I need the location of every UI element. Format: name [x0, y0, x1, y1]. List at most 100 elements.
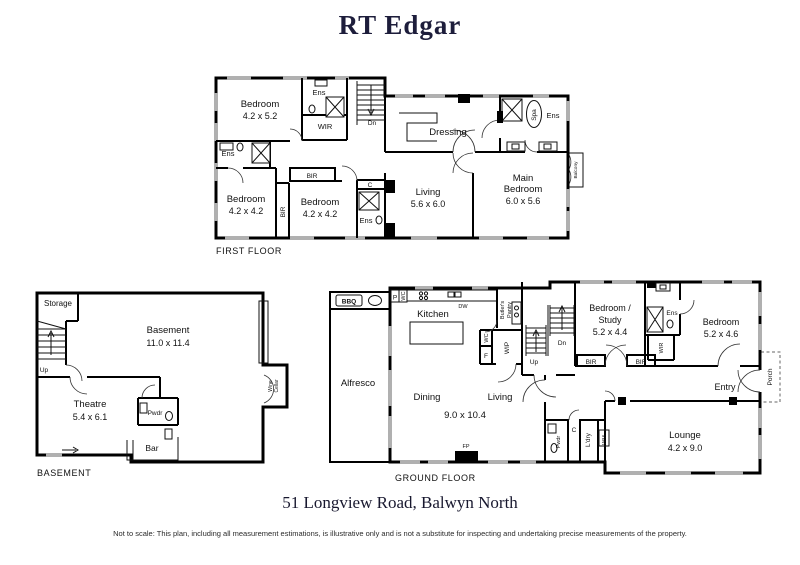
- living-label: Living: [488, 392, 513, 403]
- bir-mid-label: BIR: [307, 173, 318, 180]
- toilet-icon: [308, 104, 316, 114]
- stairs-down-icon: [547, 304, 575, 356]
- shower-icon: [251, 142, 271, 164]
- wc-mid-label: WC: [484, 333, 490, 342]
- wc-top-label: WC: [401, 291, 407, 300]
- pilaster-column: [258, 300, 269, 364]
- balcony: Balcony: [567, 152, 584, 188]
- main-bedroom-dims: 6.0 x 5.6: [506, 196, 541, 206]
- storage-label: Storage: [44, 299, 73, 308]
- bir-left-label: BIR: [280, 206, 287, 217]
- bedroom1-dims: 4.2 x 5.2: [243, 111, 278, 121]
- built-in-robe-box: [576, 354, 606, 367]
- bed-study-dims: 5.2 x 4.4: [593, 327, 628, 337]
- balcony-label: Balcony: [573, 161, 579, 179]
- kitchen-bench: [406, 289, 498, 302]
- lounge-name: Lounge: [669, 430, 701, 441]
- entry-door-arcs: [737, 369, 761, 393]
- first-floor-plan: Balcony: [214, 76, 584, 256]
- wc-top-box: [398, 289, 408, 303]
- main-bedroom-line1: Main: [513, 173, 534, 184]
- bedroom2-name: Bedroom: [227, 194, 266, 205]
- living-dims: 9.0 x 10.4: [444, 410, 486, 421]
- ground-door-arcs: [484, 299, 741, 421]
- kitchen-label: Kitchen: [417, 309, 449, 320]
- brand-logo-text: RT Edgar: [338, 10, 462, 40]
- up-label: Up: [530, 359, 539, 366]
- butlers-bench: [511, 301, 522, 325]
- shower-icon: [358, 191, 380, 211]
- ens-top-label: Ens: [313, 88, 326, 97]
- ens-left-label: Ens: [222, 149, 235, 158]
- basement-room-name: Basement: [147, 325, 190, 336]
- basement-outer-wall: [35, 291, 289, 464]
- shower-icon: [501, 98, 523, 122]
- basin-icon: [547, 423, 557, 434]
- spa-label: Spa: [531, 109, 538, 121]
- wardrobe-outline: [399, 112, 438, 142]
- wip-label: WIP: [504, 342, 511, 354]
- first-interior-walls: [216, 78, 568, 238]
- basement-windows: [46, 453, 62, 457]
- property-address: 51 Longview Road, Balwyn North: [282, 493, 518, 512]
- alfresco-walls: [329, 291, 390, 463]
- toilet-icon: [375, 215, 383, 225]
- kitchen-island: [409, 321, 464, 345]
- bed-study-line1: Bedroom /: [589, 303, 631, 313]
- bedroom2-dims: 4.2 x 4.2: [229, 206, 264, 216]
- bir2-label: BIR: [636, 359, 647, 366]
- bar-label: Bar: [145, 443, 158, 453]
- shower-icon: [325, 96, 345, 118]
- first-outer-wall: [214, 76, 570, 240]
- basement-interior-walls: [37, 293, 179, 426]
- first-door-arcs: [227, 119, 538, 184]
- stairs-down-icon: [356, 81, 385, 125]
- first-windows: [214, 76, 570, 240]
- fireplace-icon: [455, 451, 478, 462]
- toilet-icon: [236, 142, 244, 152]
- bbq-area: BBQ: [335, 294, 382, 307]
- wir-label: WIR: [659, 343, 665, 354]
- built-in-robe-box: [289, 167, 336, 182]
- dining-label: Dining: [414, 392, 441, 403]
- basement-plan: Storage Up Basement 11.0 x 11.4 Theatre …: [35, 291, 289, 478]
- closet-label: C: [368, 182, 373, 189]
- ground-floor-plan: Porch BBQ: [329, 280, 781, 483]
- stairs-up-icon: [36, 320, 67, 360]
- fp-label: FP: [462, 444, 469, 450]
- basement-floor-label: BASEMENT: [37, 468, 91, 478]
- ens-main-label: Ens: [547, 111, 560, 120]
- bedroom-dims: 5.2 x 4.6: [704, 329, 739, 339]
- washing-machine-icon: [598, 429, 610, 447]
- wine-cellar-line1: Wine: [268, 380, 274, 392]
- bedroom-name: Bedroom: [703, 317, 740, 327]
- bbq-side-table-icon: [368, 295, 382, 306]
- ground-windows: [388, 280, 762, 475]
- ground-floor-label: GROUND FLOOR: [395, 473, 476, 483]
- bir1-label: BIR: [586, 359, 597, 366]
- porch-label: Porch: [767, 368, 774, 385]
- bbq-label: BBQ: [342, 299, 356, 306]
- butlers-pantry-line1: Butler's: [500, 301, 506, 319]
- living-dims: 5.6 x 6.0: [411, 199, 446, 209]
- bed-study-line2: Study: [598, 315, 622, 325]
- dn-label: Dn: [368, 120, 377, 127]
- vanity-icon: [538, 141, 558, 152]
- ldry-label: L'dry: [585, 432, 592, 447]
- powder-fixtures: [139, 402, 173, 421]
- disclaimer-text: Not to scale: This plan, including all m…: [113, 529, 687, 538]
- bedroom3-name: Bedroom: [301, 197, 340, 208]
- entry-arrow-icon: [62, 446, 79, 454]
- first-floor-label: FIRST FLOOR: [216, 246, 282, 256]
- fridge-label: F: [484, 353, 488, 360]
- bedroom1-name: Bedroom: [241, 99, 280, 110]
- ens-mid-label: Ens: [360, 216, 373, 225]
- alfresco-label: Alfresco: [341, 378, 375, 389]
- lounge-dims: 4.2 x 9.0: [668, 443, 703, 453]
- theatre-dims: 5.4 x 6.1: [73, 412, 108, 422]
- butlers-pantry-line2: Pantry: [507, 302, 513, 318]
- toilet-icon: [550, 443, 558, 453]
- spa-icon: [526, 100, 542, 128]
- theatre-name: Theatre: [74, 399, 107, 410]
